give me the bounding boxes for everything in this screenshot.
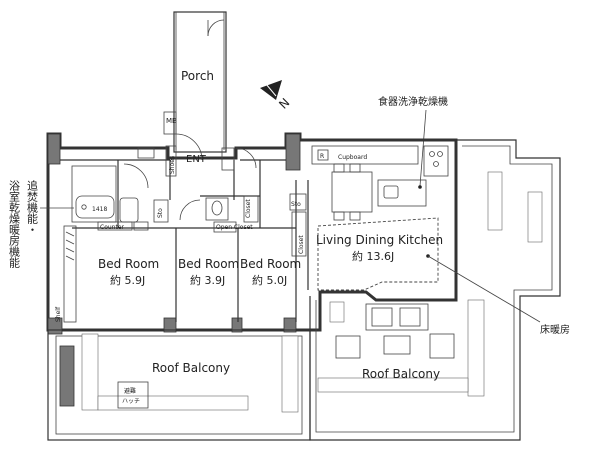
right-roof-balcony (309, 139, 561, 441)
hatch-line-2: ハッチ (122, 398, 140, 405)
roof-balcony-right-label: Roof Balcony (362, 367, 440, 381)
north-label: N (276, 96, 292, 112)
dining-table (331, 171, 373, 213)
bathroom (71, 165, 117, 223)
dishwasher-note: 食器洗浄乾燥機 (378, 95, 448, 108)
closet-left-label: Closet (245, 199, 252, 218)
shoes-entry-label: Shoes (169, 156, 176, 174)
bedroom-3-area: 約 5.0J (252, 273, 287, 287)
floor-heating-zone (317, 217, 439, 291)
sink (383, 185, 399, 199)
open-closet-label: Open Closet (216, 224, 253, 231)
bedroom-1-area: 約 5.9J (110, 273, 145, 287)
entrance-label: ENT (186, 154, 207, 165)
shelf-label: Shelf (55, 306, 62, 322)
cupboard-unit (311, 145, 419, 165)
bath-features-line-2: 浴室乾燥暖房機能 (8, 180, 21, 269)
kitchen (311, 145, 449, 221)
porch-label: Porch (181, 69, 214, 83)
north-arrow-icon (260, 80, 282, 100)
left-roof-balcony (47, 329, 311, 441)
floor-heating-leader (427, 255, 541, 323)
bedroom-1-label: Bed Room (98, 257, 159, 271)
hatch-line-1: 避難 (124, 387, 136, 395)
evacuation-hatch (117, 381, 149, 409)
counter-label: Counter (100, 224, 125, 231)
toilet-icon (211, 200, 223, 216)
bath-size-label: 1418 (92, 206, 107, 213)
sto-left-label: Sto (157, 208, 164, 218)
dishwasher-leader (419, 109, 427, 187)
bathtub (75, 195, 115, 219)
ldk-label: Living Dining Kitchen (316, 233, 443, 247)
mb-label: MB (166, 117, 177, 125)
bedroom-2-label: Bed Room (178, 257, 239, 271)
ldk-area: 約 13.6J (352, 249, 394, 263)
bedroom-3-label: Bed Room (240, 257, 301, 271)
bath-features-line-1: 追焚機能・ (26, 179, 39, 235)
refrigerator-mark: R (320, 153, 324, 160)
porch-door-swing (207, 19, 225, 37)
sto-right-label: Sto (291, 201, 301, 208)
outdoor-sofa (365, 303, 429, 331)
roof-balcony-left-label: Roof Balcony (152, 361, 230, 375)
cupboard-label: Cupboard (338, 154, 367, 161)
kitchen-counter (377, 179, 427, 207)
washbasin (119, 197, 139, 223)
floor-heating-note: 床暖房 (540, 323, 570, 336)
cooktop (423, 145, 449, 177)
closet-right-label: Closet (298, 235, 305, 254)
bedroom-2-area: 約 3.9J (190, 273, 225, 287)
